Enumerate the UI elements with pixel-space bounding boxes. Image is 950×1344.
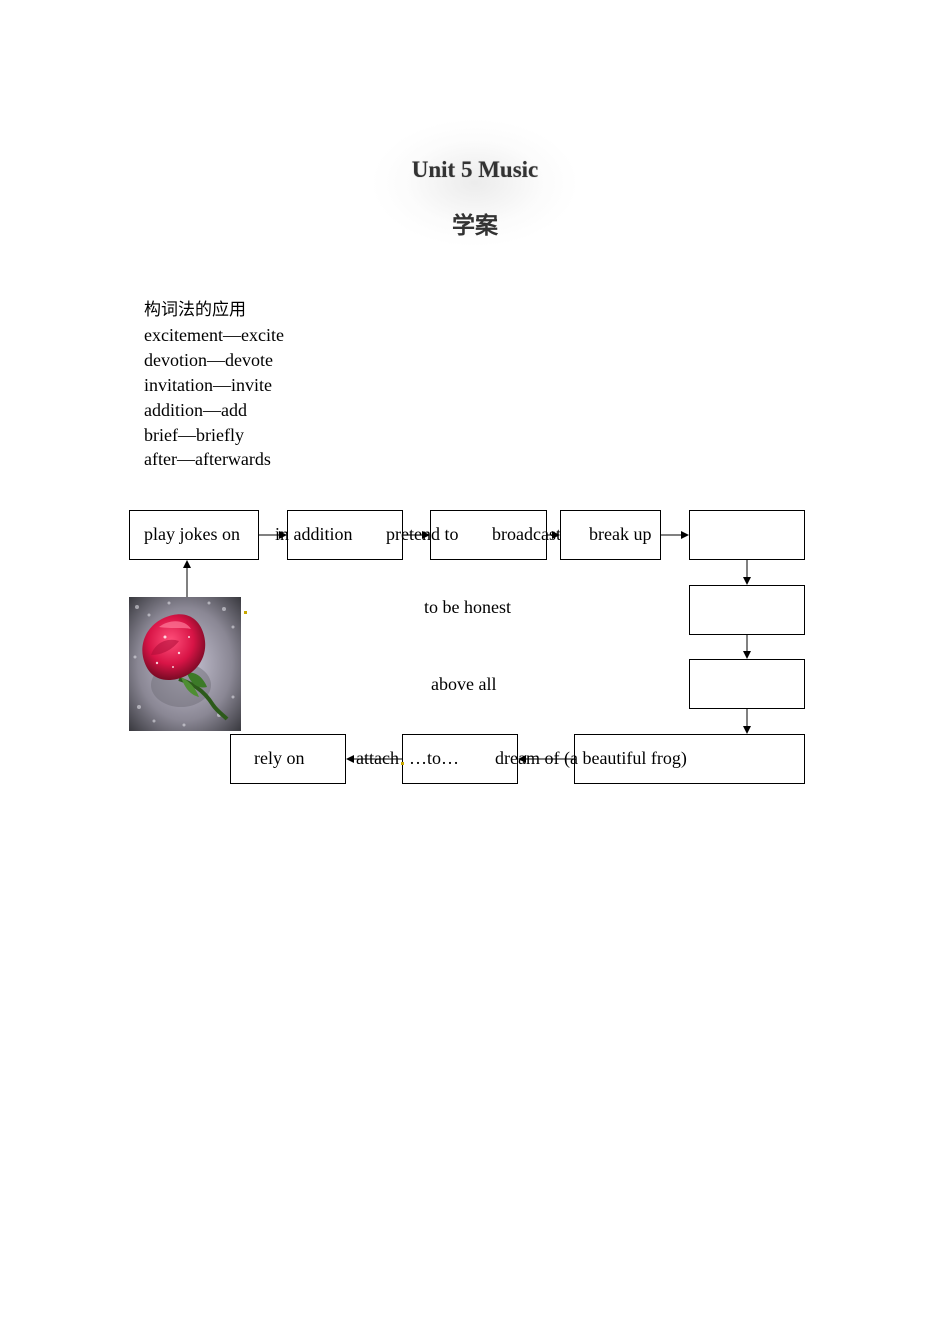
label-dream-of: dream of (a beautiful frog) <box>495 748 687 768</box>
label-rely-on: rely on <box>254 748 305 768</box>
word-pair: excitement—excite <box>144 324 284 345</box>
rose-photo <box>129 597 241 731</box>
label-pretend-to: pretend to <box>386 524 459 544</box>
label-to: …to… <box>409 748 460 768</box>
phrase-to-be-honest: to be honest <box>424 597 511 617</box>
flow-box-bottom-wide <box>574 734 805 784</box>
label-attach: attach <box>356 748 399 768</box>
word-pair: devotion—devote <box>144 349 273 370</box>
label-broadcast: broadcast <box>492 524 561 544</box>
word-pair: addition—add <box>144 399 247 420</box>
decoration-dot <box>244 611 247 614</box>
flow-box-right-3 <box>689 659 805 709</box>
page-title: Unit 5 Music <box>411 157 539 182</box>
decoration-dot <box>401 762 404 765</box>
word-pair: after—afterwards <box>144 449 271 470</box>
flow-box-top-1 <box>129 510 259 560</box>
label-break-up: break up <box>589 524 652 544</box>
flow-box-top-4 <box>560 510 661 560</box>
flow-box-top-3 <box>430 510 547 560</box>
page-subtitle: 学案 <box>452 213 498 239</box>
word-pair: brief—briefly <box>144 424 244 445</box>
word-formation-heading: 构词法的应用 <box>144 300 246 320</box>
label-play-jokes-on: play jokes on <box>144 524 240 544</box>
flow-box-bottom-2 <box>402 734 518 784</box>
flow-box-bottom-1 <box>230 734 346 784</box>
word-formation-list: 构词法的应用 excitement—excite devotion—devote… <box>144 298 284 472</box>
phrase-above-all: above all <box>431 674 497 694</box>
watermark <box>370 118 580 248</box>
word-pair: invitation—invite <box>144 374 272 395</box>
flow-box-right-1 <box>689 510 805 560</box>
flow-box-right-2 <box>689 585 805 635</box>
label-in-addition: in addition <box>275 524 353 544</box>
flow-box-top-2 <box>287 510 403 560</box>
